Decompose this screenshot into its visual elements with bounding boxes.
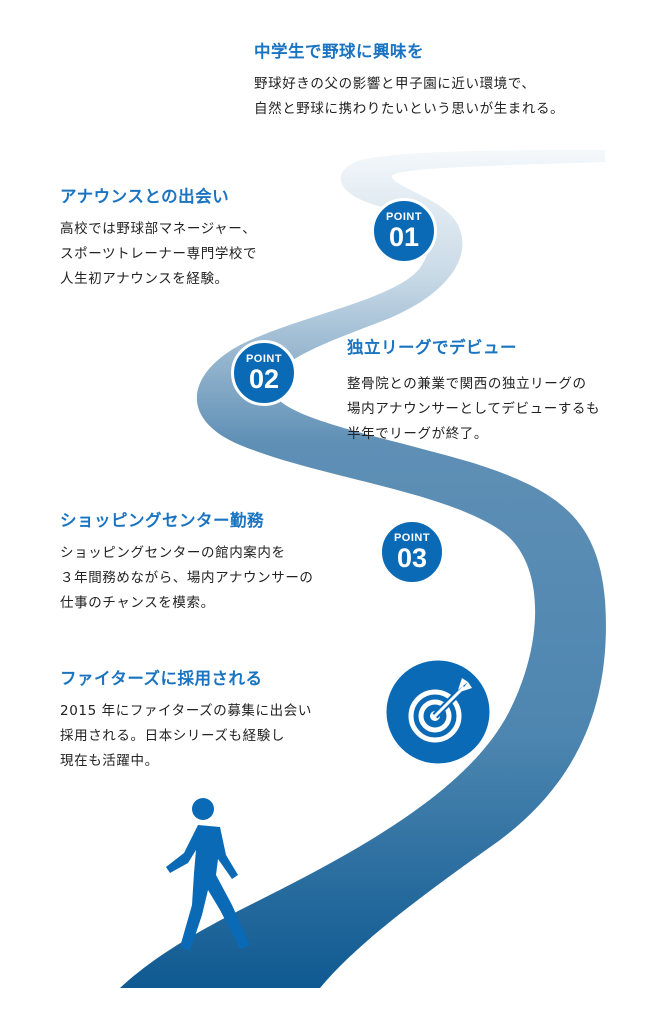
point-badge-03: POINT 03 (379, 519, 445, 585)
step-text-line: 現在も活躍中。 (60, 753, 159, 769)
step-text-line: ショッピングセンターの館内案内を (60, 545, 286, 561)
badge-label: POINT (245, 353, 283, 365)
step-title: アナウンスとの出会い (60, 187, 230, 206)
badge-number: 03 (396, 543, 428, 573)
step-text-line: 2015 年にファイターズの募集に出会い (60, 703, 312, 719)
badge-label: POINT (393, 532, 431, 544)
step-text-line: 自然と野球に携わりたいという思いが生まれる。 (254, 101, 565, 117)
point-badge-01: POINT 01 (371, 198, 437, 264)
step-text-line: 場内アナウンサーとしてデビューするも (347, 401, 601, 417)
step-text-line: 野球好きの父の影響と甲子園に近い環境で、 (254, 76, 536, 92)
step-text-line: ３年間務めながら、場内アナウンサーの (60, 570, 314, 586)
step-5: ファイターズに採用される 2015 年にファイターズの募集に出会い 採用される。… (60, 665, 312, 774)
step-title: 中学生で野球に興味を (254, 42, 424, 61)
point-badge-02: POINT 02 (231, 340, 297, 406)
step-title: ショッピングセンター勤務 (60, 511, 264, 530)
badge-label: POINT (385, 211, 423, 223)
badge-number: 02 (248, 364, 280, 394)
step-text-line: 人生初アナウンスを経験。 (60, 271, 229, 287)
step-text-line: スポーツトレーナー専門学校で (60, 246, 258, 262)
step-text-line: 整骨院との兼業で関西の独立リーグの (347, 376, 587, 392)
step-2: アナウンスとの出会い 高校では野球部マネージャー、 スポーツトレーナー専門学校で… (60, 183, 257, 292)
walking-person-icon (166, 798, 250, 951)
badge-number: 01 (388, 222, 420, 252)
step-text-line: 高校では野球部マネージャー、 (60, 221, 257, 237)
step-1: 中学生で野球に興味を 野球好きの父の影響と甲子園に近い環境で、 自然と野球に携わ… (254, 38, 564, 122)
step-text-line: 仕事のチャンスを模索。 (60, 595, 215, 611)
step-title: ファイターズに採用される (60, 669, 263, 688)
step-text-line: 採用される。日本シリーズも経験し (60, 728, 285, 744)
step-4: ショッピングセンター勤務 ショッピングセンターの館内案内を ３年間務めながら、場… (60, 507, 314, 616)
step-3: 独立リーグでデビュー 整骨院との兼業で関西の独立リーグの 場内アナウンサーとして… (347, 334, 600, 447)
step-title: 独立リーグでデビュー (347, 338, 517, 357)
step-text-line: 半年でリーグが終了。 (347, 426, 488, 442)
target-icon (383, 657, 493, 767)
